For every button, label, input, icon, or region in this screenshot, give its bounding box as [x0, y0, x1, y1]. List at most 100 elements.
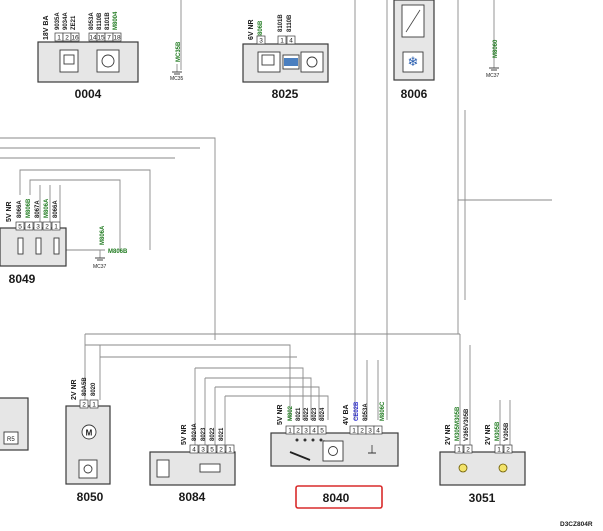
wires — [0, 0, 552, 445]
wire-8021-8040: 8021 — [296, 407, 302, 421]
component-8006: ❄ 8006 — [393, 0, 435, 101]
pin: 1 — [457, 447, 461, 454]
wire-v305b: V305B — [504, 422, 510, 441]
wire-8110b-8025: 8110B — [287, 14, 293, 32]
pin: 1 — [497, 447, 501, 454]
voltage-8050: 2V NR — [71, 379, 78, 400]
ground-label-mc37-right: MC37 — [486, 73, 500, 79]
pin: 3 — [36, 224, 40, 231]
snowflake-icon — [402, 51, 424, 73]
ground-label-m806b-2: M806B — [108, 249, 128, 255]
label-8050: 8050 — [77, 490, 104, 504]
box-3051 — [439, 451, 526, 486]
wire-m806c: M806C — [380, 401, 386, 421]
pin: 18 — [113, 35, 121, 42]
voltage-8040-a: 5V NR — [277, 404, 284, 425]
wire-8053a-8040: 8053A — [363, 403, 369, 421]
wire-m305m305b: M305M305B — [455, 406, 461, 441]
pin: 7 — [107, 35, 111, 42]
wire-8110b: 8110B — [97, 12, 103, 30]
pin: 14 — [89, 35, 97, 42]
pin: 4 — [27, 224, 31, 231]
pin: 1 — [288, 428, 292, 435]
pin: 5 — [210, 447, 214, 454]
voltage-8040-b: 4V BA — [343, 404, 350, 425]
wire-8066a: 8066A — [17, 200, 23, 218]
pin: 3 — [368, 428, 372, 435]
pin: 1 — [57, 35, 61, 42]
pin: 1 — [92, 402, 96, 409]
pin: 4 — [312, 428, 316, 435]
wire-8067a: 8067A — [35, 200, 41, 218]
ground-mc35: MC35B MC35 — [170, 41, 184, 82]
ground-m806a: M806A M806B MC37 — [93, 225, 128, 270]
voltage-3051-a: 2V NR — [445, 424, 452, 445]
wire-m806a-8049: M806A — [44, 198, 50, 218]
component-8040: 5V NR M802 8021 8022 8023 8024 4V BA CE0… — [270, 401, 399, 505]
pin: 3 — [259, 38, 263, 45]
label-8025: 8025 — [272, 87, 299, 101]
voltage-8049: 5V NR — [6, 201, 13, 222]
svg-text:M: M — [86, 429, 93, 438]
wire-labels-0004: 18V BA 9035A 9034A ZE21 8053A 8110B 8101… — [43, 11, 119, 40]
pin: 3 — [201, 447, 205, 454]
wire-80a5b: 80A5B — [82, 377, 88, 396]
label-3051: 3051 — [469, 491, 496, 505]
label-8084: 8084 — [179, 490, 206, 504]
pin: 4 — [289, 38, 293, 45]
pin: 2 — [360, 428, 364, 435]
pin: 2 — [65, 35, 69, 42]
pin: 16 — [71, 35, 79, 42]
svg-text:❄: ❄ — [408, 54, 419, 69]
wire-m8004: M8004 — [113, 11, 119, 30]
component-8025: 6V NR M806B 8101B 8110B 3 1 4 8025 — [242, 14, 329, 101]
label-8040: 8040 — [323, 491, 350, 505]
motor-icon — [81, 424, 97, 440]
wire-v365v305b: V365V305B — [464, 408, 470, 441]
pin: 4 — [192, 447, 196, 454]
component-3051: 2V NR M305M305B V365V305B 2V NR M305B V3… — [439, 406, 526, 505]
component-8050: 2V NR 80A5B 8020 2 1 M 8050 — [65, 377, 111, 504]
wire-8024a: 8024A — [192, 423, 198, 441]
wire-m806b-8049: M806B — [26, 198, 32, 218]
pin: 5 — [18, 224, 22, 231]
sensor-icon — [156, 459, 170, 478]
wire-9035a: 9035A — [55, 12, 61, 30]
ground-label-mc35: MC35 — [170, 76, 184, 82]
resistor-icon — [17, 237, 24, 255]
wire-8023-8040: 8023 — [312, 407, 318, 421]
pin: 1 — [228, 447, 232, 454]
pin: 2 — [82, 402, 86, 409]
ground-label-mc35b: MC35B — [176, 41, 182, 62]
label-0004: 0004 — [75, 87, 102, 101]
highlight-box-8040 — [295, 485, 383, 509]
wire-8101b-8025: 8101B — [278, 14, 284, 32]
pin: 1 — [352, 428, 356, 435]
pin: 2 — [45, 224, 49, 231]
wire-ce02b: CE02B — [354, 401, 360, 421]
pin: 1 — [54, 224, 58, 231]
ground-label-m806a: M806A — [100, 225, 106, 245]
ground-label-m8060: M8060 — [493, 39, 499, 58]
voltage-3051-b: 2V NR — [485, 424, 492, 445]
component-0004: 18V BA 9035A 9034A ZE21 8053A 8110B 8101… — [37, 11, 139, 101]
pin: 5 — [320, 428, 324, 435]
wire-8024-8040: 8024 — [320, 407, 326, 421]
label-8006: 8006 — [401, 87, 428, 101]
wire-8020: 8020 — [91, 382, 97, 396]
component-partial-left: R5 — [0, 397, 29, 451]
pin: 2 — [296, 428, 300, 435]
resistor-icon — [35, 237, 42, 255]
box-0004 — [37, 41, 139, 83]
lamp-icon — [458, 463, 468, 473]
pin: 15 — [97, 35, 105, 42]
voltage-8084: 5V NR — [181, 424, 188, 445]
wire-m802: M802 — [288, 405, 294, 421]
wire-m806b-8025: M806B — [258, 20, 264, 40]
wire-8053a: 8053A — [89, 12, 95, 30]
voltage-0004: 18V BA — [43, 15, 50, 40]
wire-8066a-2: 8066A — [53, 200, 59, 218]
wire-ze21: ZE21 — [71, 15, 77, 30]
component-8049: 5V NR 8066A M806B 8067A M806A 8066A 5 4 … — [0, 198, 67, 286]
